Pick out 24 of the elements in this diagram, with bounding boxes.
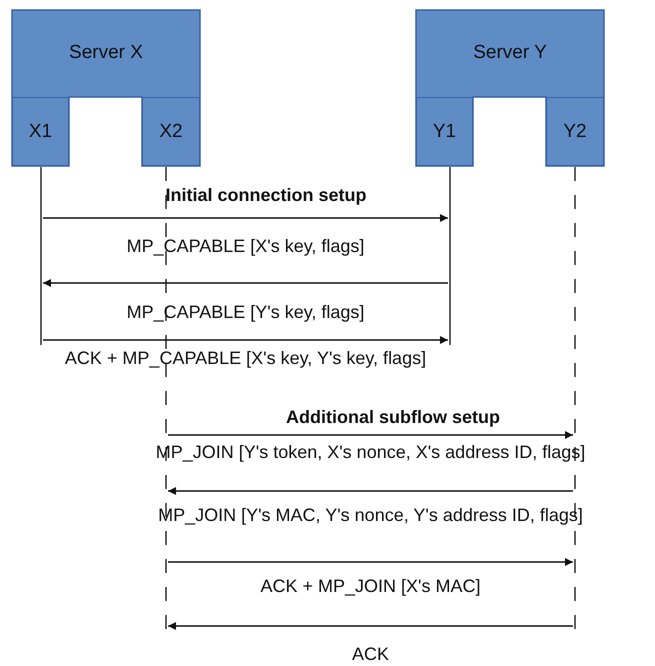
message-arrow bbox=[168, 431, 573, 439]
server-label: Server Y bbox=[472, 42, 548, 64]
port-box: X2 bbox=[142, 97, 200, 166]
message-arrow bbox=[43, 279, 448, 287]
message-arrow bbox=[168, 558, 573, 566]
message-arrow bbox=[43, 214, 448, 222]
edge-label: ACK + MP_CAPABLE [X's key, Y's key, flags] bbox=[64, 348, 428, 368]
section-heading: Initial connection setup bbox=[166, 185, 366, 205]
message-arrow bbox=[43, 336, 448, 344]
message-arrow bbox=[168, 487, 573, 495]
edge-label: MP_CAPABLE [X's key, flags] bbox=[126, 236, 366, 256]
edge-label: MP_JOIN [Y's MAC, Y's nonce, Y's address ID, flags] bbox=[157, 505, 584, 525]
server-block bbox=[11, 9, 201, 167]
lifeline bbox=[39, 167, 43, 345]
port-box: Y2 bbox=[546, 97, 604, 166]
port-box: Y1 bbox=[416, 97, 473, 166]
message-arrow bbox=[168, 622, 573, 630]
edge-label: ACK + MP_JOIN [X's MAC] bbox=[260, 576, 482, 596]
edge-label: ACK bbox=[351, 644, 390, 664]
lifeline bbox=[448, 167, 452, 345]
port-box: X1 bbox=[12, 97, 69, 166]
section-heading: Additional subflow setup bbox=[286, 407, 500, 427]
server-block bbox=[415, 9, 605, 167]
server-label: Server X bbox=[68, 42, 144, 64]
